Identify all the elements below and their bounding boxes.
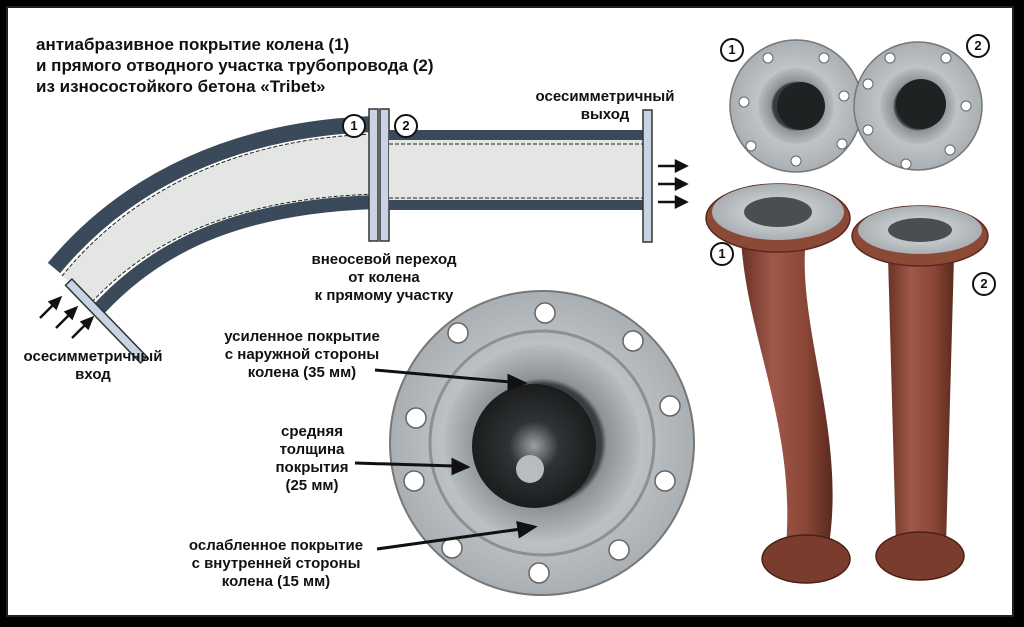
- inlet-flange: [64, 277, 149, 365]
- badge-straight-schematic: 2: [394, 114, 418, 138]
- outlet-flange: [642, 109, 653, 243]
- outlet-arrows: [658, 158, 689, 210]
- bend-inner-wall: [92, 195, 377, 315]
- straight-lining: [389, 140, 643, 200]
- reinforced-coating-label: усиленное покрытие с наружной стороны ко…: [224, 328, 380, 381]
- bend-outer-wall: [47, 116, 377, 274]
- top-flange-1: [729, 39, 863, 173]
- bent-pipe-schematic: [47, 108, 653, 365]
- outlet-label: осесимметричный выход: [535, 88, 675, 123]
- diagram-canvas: [39, 39, 989, 596]
- diagram-title: антиабразивное покрытие колена (1) и пря…: [36, 34, 434, 97]
- straight-pipe-photo: [851, 205, 989, 581]
- transition-flange-1: [368, 108, 379, 242]
- bend-lining: [62, 134, 376, 302]
- badge-top-flange-2: 2: [966, 34, 990, 58]
- badge-top-flange-1: 1: [720, 38, 744, 62]
- bent-pipe-photo: [705, 183, 851, 584]
- transition-label: внеосевой переход от колена к прямому уч…: [311, 251, 457, 304]
- inlet-label: осесимметричный вход: [23, 348, 163, 383]
- diagram-frame: антиабразивное покрытие колена (1) и пря…: [6, 6, 1014, 617]
- straight-bottom-wall: [389, 200, 643, 210]
- transition-flange-2: [379, 108, 390, 242]
- badge-bend-schematic: 1: [342, 114, 366, 138]
- straight-top-wall: [389, 130, 643, 140]
- flange-cross-section: [389, 290, 695, 596]
- title-line-2: и прямого отводного участка трубопровода…: [36, 56, 434, 75]
- inlet-arrows: [39, 295, 95, 339]
- weakened-coating-label: ослабленное покрытие с внутренней сторон…: [188, 537, 364, 590]
- flange-bore: [472, 384, 596, 508]
- badge-straight-pipe: 2: [972, 272, 996, 296]
- pointer-arrows: [354, 368, 538, 551]
- badge-bent-pipe: 1: [710, 242, 734, 266]
- bolt-holes: [403, 302, 681, 584]
- top-flange-2: [853, 41, 983, 171]
- title-line-1: антиабразивное покрытие колена (1): [36, 35, 350, 54]
- title-line-3: из износостойкого бетона «Tribet»: [36, 77, 326, 96]
- average-thickness-label: средняя толщина покрытия (25 мм): [275, 423, 349, 494]
